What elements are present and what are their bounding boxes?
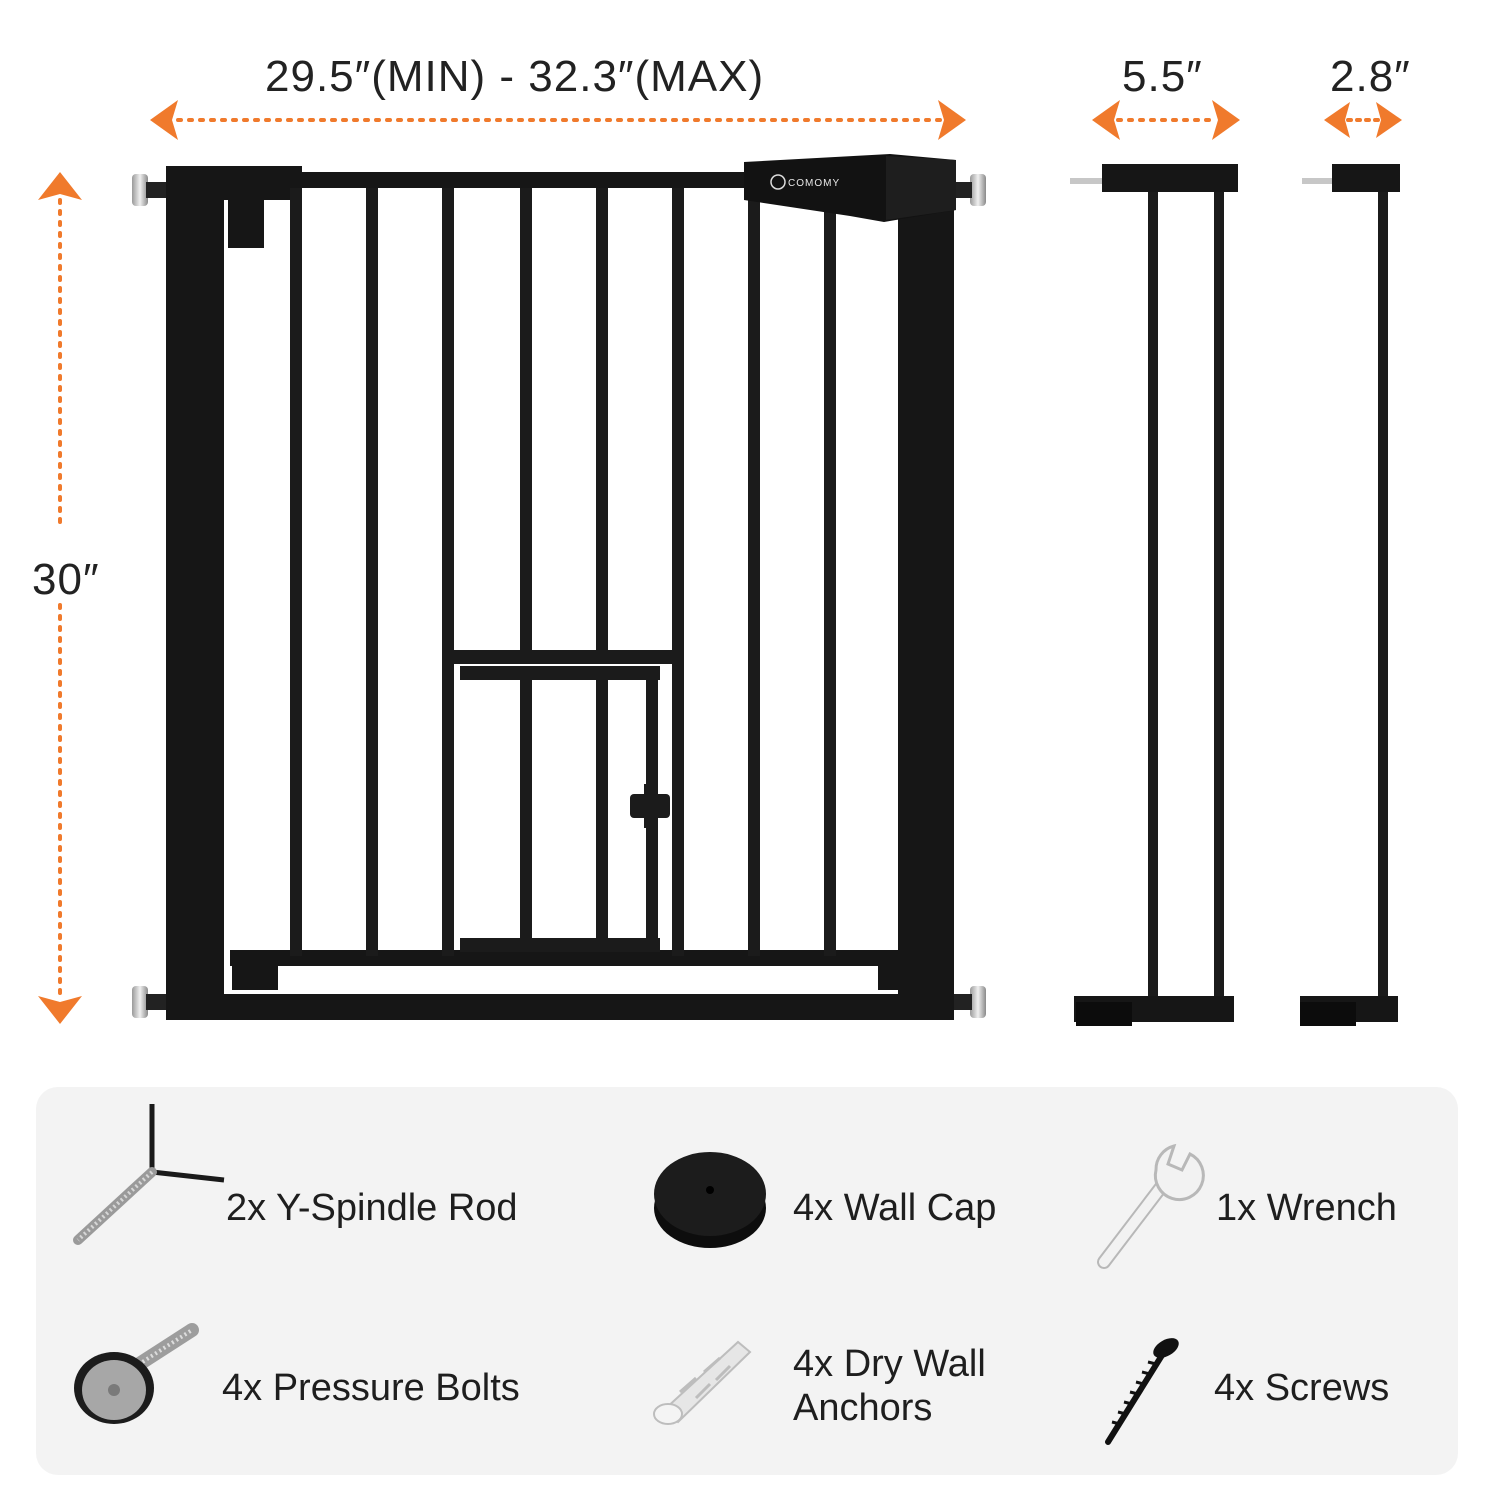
wall-cap-icon <box>654 1152 766 1248</box>
part-label-dry-wall-anchors: 4x Dry Wall Anchors <box>793 1342 986 1430</box>
part-label-screws: 4x Screws <box>1214 1367 1390 1409</box>
gate-frame <box>166 166 954 1020</box>
part-label-y-spindle-rod: 2x Y-Spindle Rod <box>226 1187 518 1229</box>
height-label: 30″ <box>32 555 100 604</box>
height-arrow <box>38 172 82 1024</box>
extension-large-width-label: 5.5″ <box>1122 52 1203 101</box>
latch-handle: COMOMY <box>744 154 956 222</box>
width-range-label: 29.5″(MIN) - 32.3″(MAX) <box>265 52 765 101</box>
pressure-bolt-icon <box>74 1323 199 1424</box>
gate-illustration: COMOMY <box>38 100 1402 1026</box>
dry-wall-anchor-icon <box>653 1340 752 1425</box>
part-label-dry-wall-anchors-line1: 4x Dry Wall <box>793 1343 986 1385</box>
extension-large-arrow <box>1092 100 1240 140</box>
extension-small-arrow <box>1324 102 1402 138</box>
part-label-dry-wall-anchors-line2: Anchors <box>793 1387 933 1429</box>
gate-pressure-bolts <box>132 174 986 1018</box>
screw-icon <box>1105 1338 1179 1445</box>
y-spindle-rod-icon <box>73 1104 225 1245</box>
part-label-pressure-bolts: 4x Pressure Bolts <box>222 1367 520 1409</box>
included-parts-panel <box>36 1087 1458 1475</box>
width-arrow <box>150 100 966 140</box>
brand-logo: COMOMY <box>788 178 840 189</box>
extension-small-width-label: 2.8″ <box>1330 52 1411 101</box>
wrench-icon <box>1097 1143 1205 1269</box>
extension-large <box>1070 164 1238 1026</box>
part-label-wrench: 1x Wrench <box>1216 1187 1397 1229</box>
extension-small <box>1300 164 1400 1026</box>
gate-bars <box>290 188 836 956</box>
pet-door <box>452 650 676 952</box>
part-label-wall-cap: 4x Wall Cap <box>793 1187 997 1229</box>
